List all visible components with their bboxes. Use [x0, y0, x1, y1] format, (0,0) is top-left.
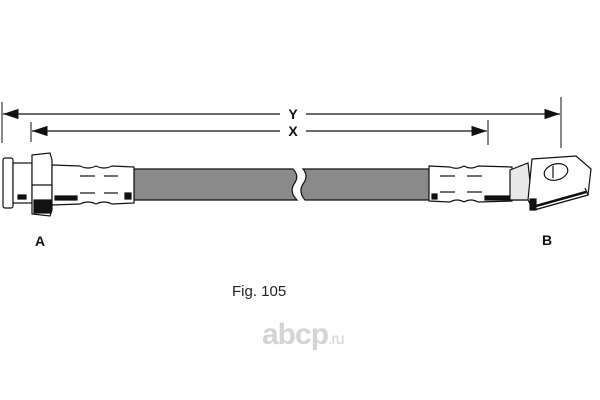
fitting-b	[428, 155, 592, 211]
hose	[133, 168, 433, 201]
extension-lines	[1, 97, 562, 148]
watermark: abcp.ru	[262, 318, 345, 352]
dimension-y-label: Y	[288, 106, 298, 122]
fitting-a	[2, 152, 135, 217]
end-label-b: B	[542, 232, 552, 248]
end-label-a: A	[35, 233, 45, 249]
figure-caption: Fig. 105	[232, 283, 287, 300]
watermark-main: abcp	[262, 318, 329, 351]
dimension-x-label: X	[288, 123, 298, 139]
watermark-suffix: .ru	[328, 331, 345, 348]
